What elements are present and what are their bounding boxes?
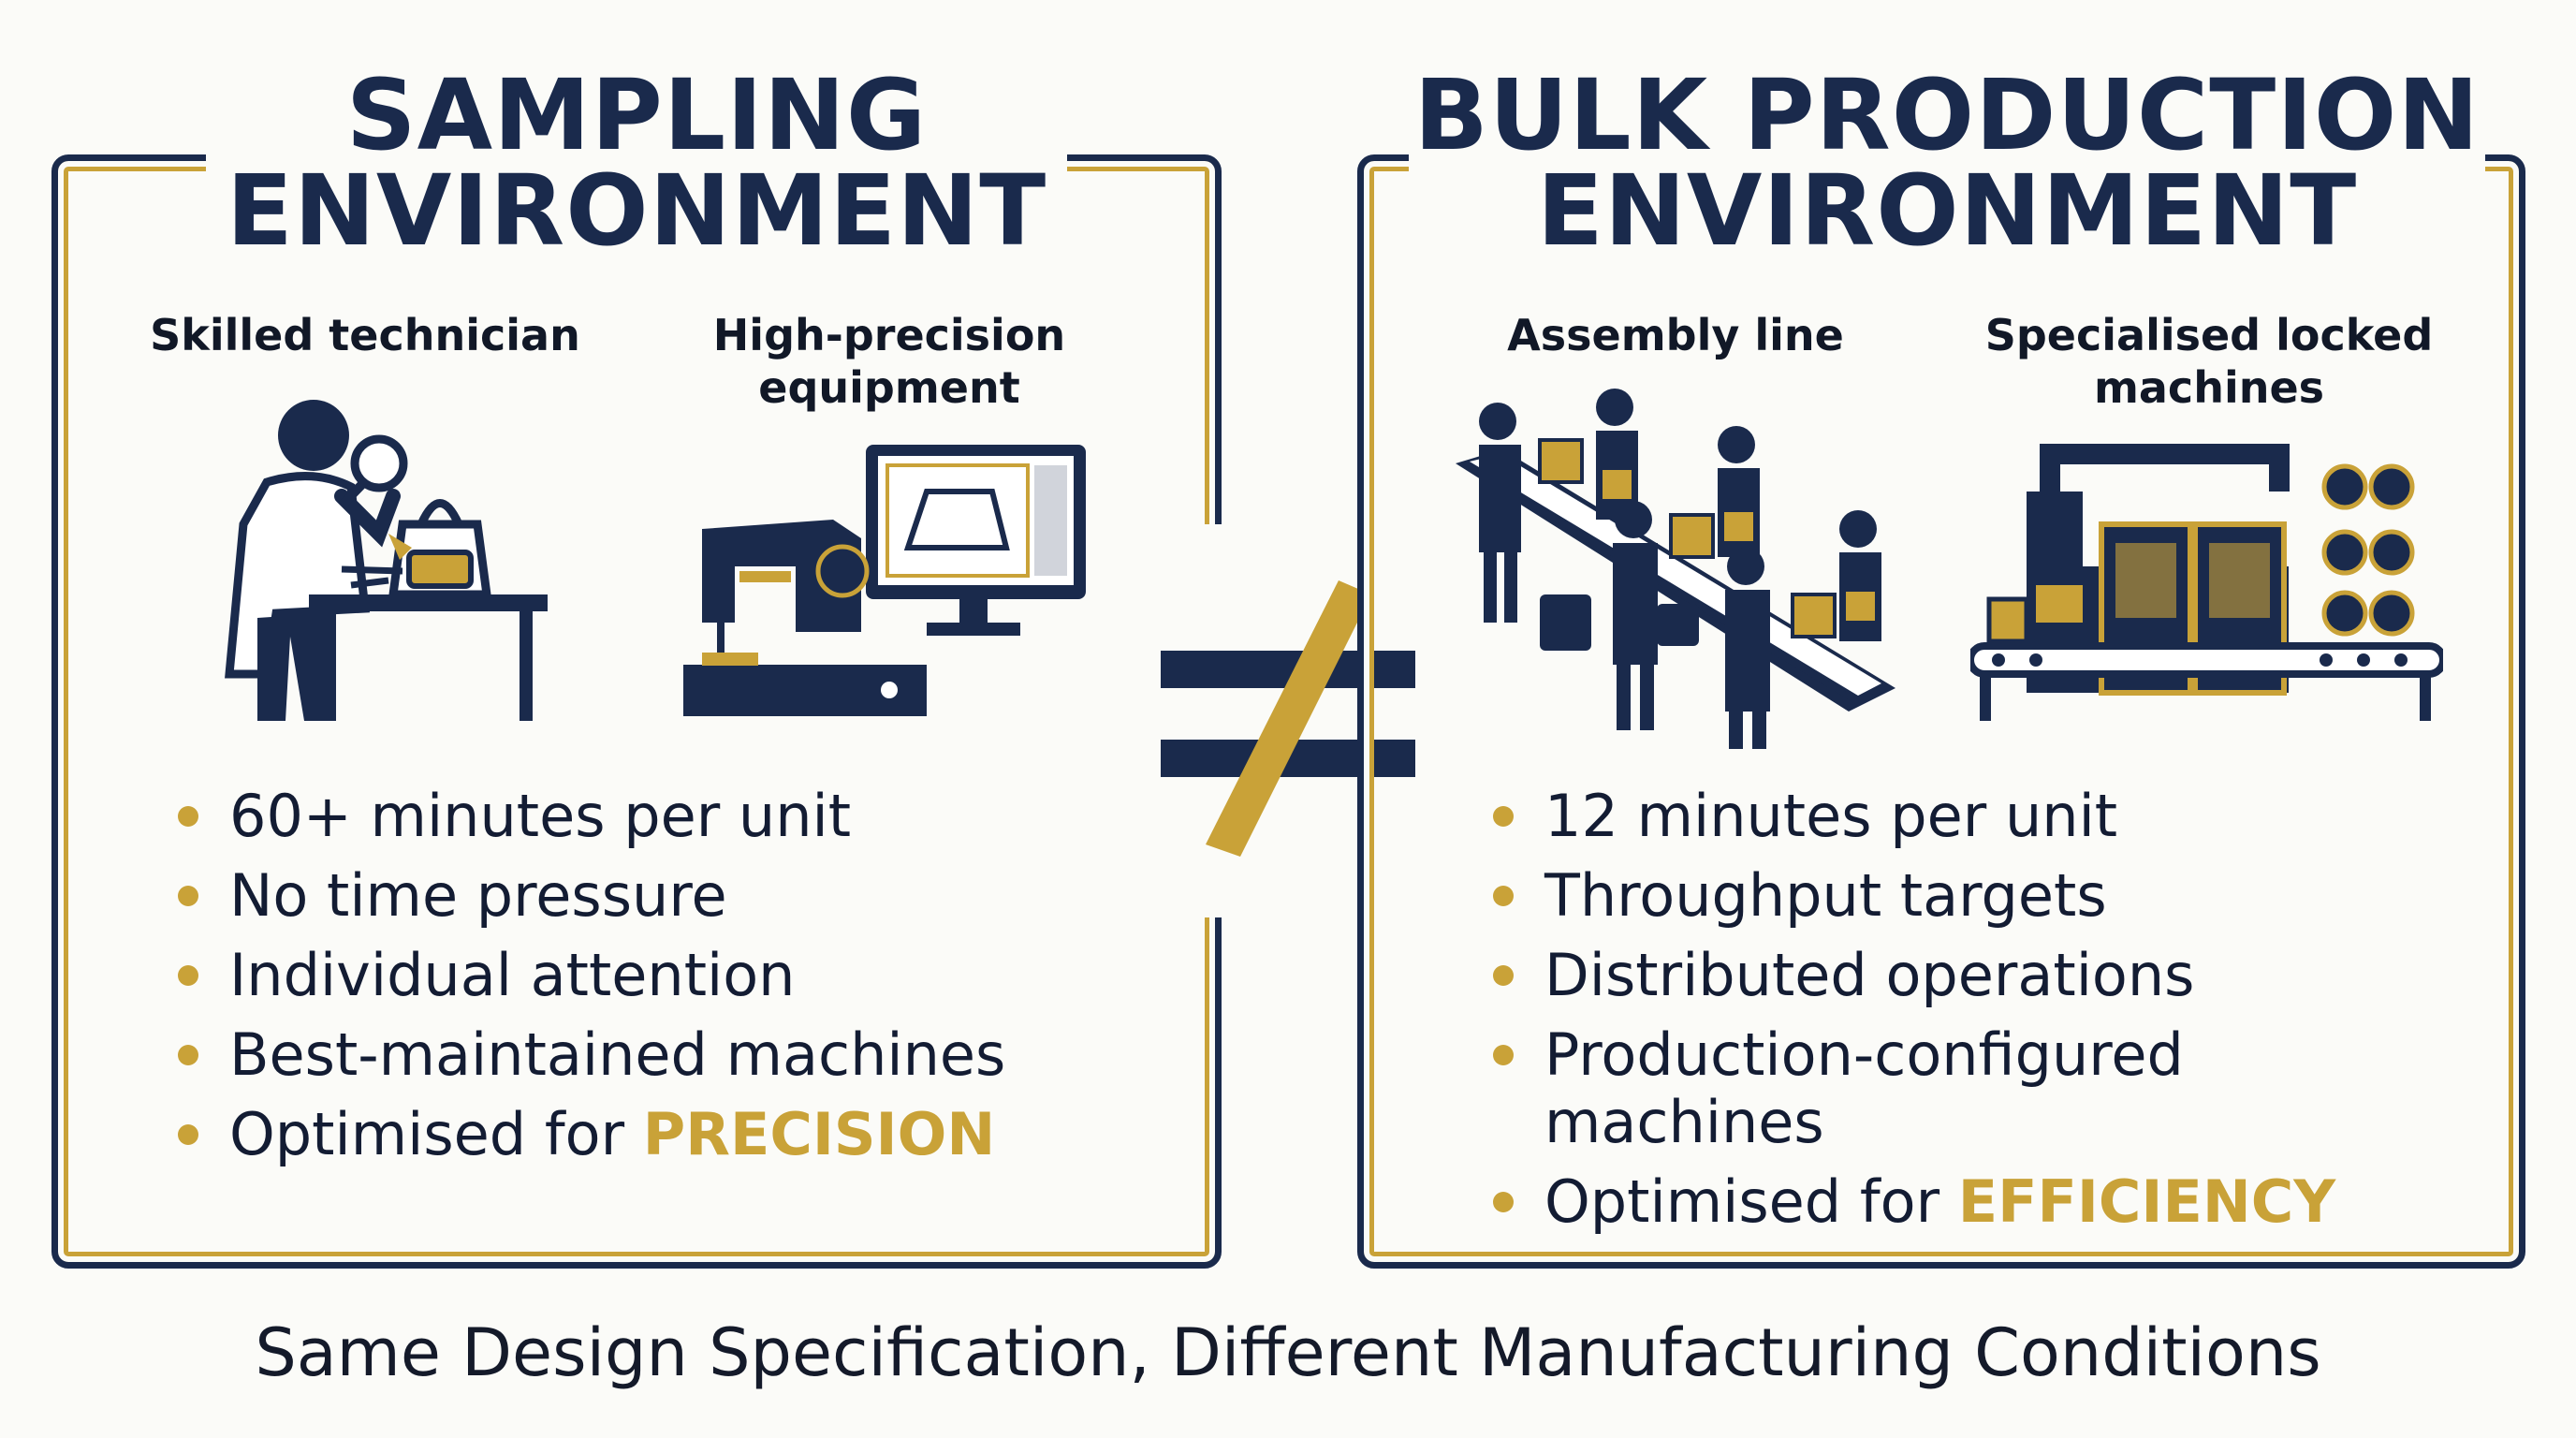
equipment-label-line2: equipment (758, 362, 1020, 413)
panel-border-gap (1409, 140, 2485, 178)
sewing-machine-icon (683, 445, 1086, 716)
optimised-prefix: Optimised for (229, 1100, 625, 1168)
sampling-bullet-list: 60+ minutes per unit No time pressure In… (178, 783, 1208, 1181)
locked-machines-label: Specialised locked machines (1975, 309, 2443, 414)
sampling-title-line1: SAMPLING (345, 58, 928, 172)
optimised-prefix: Optimised for (1544, 1167, 1940, 1236)
technician-icon (225, 400, 548, 721)
bulk-title-line1: BULK PRODUCTION (1413, 58, 2481, 172)
panel-border-gap (206, 140, 1067, 178)
locked-machines-label-line2: machines (2093, 362, 2325, 413)
locked-machines-label-line1: Specialised locked (1984, 310, 2434, 360)
list-item: 12 minutes per unit (1493, 783, 2523, 850)
technician-label-text: Skilled technician (150, 310, 580, 360)
list-item: Distributed operations (1493, 942, 2523, 1009)
equipment-label: High-precision equipment (674, 309, 1105, 414)
sampling-title-line2: ENVIRONMENT (226, 154, 1047, 268)
assembly-line-icon (1456, 389, 1895, 749)
assembly-line-label: Assembly line (1460, 309, 1891, 361)
assembly-line-label-text: Assembly line (1507, 310, 1844, 360)
list-item: Production-configured machines (1493, 1021, 2523, 1156)
not-equal-icon (1161, 580, 1415, 857)
list-item: No time pressure (178, 862, 1208, 930)
precision-highlight: PRECISION (642, 1100, 996, 1168)
bulk-bullet-list: 12 minutes per unit Throughput targets D… (1493, 783, 2523, 1248)
efficiency-highlight: EFFICIENCY (1957, 1167, 2336, 1236)
list-item: 60+ minutes per unit (178, 783, 1208, 850)
list-item-line1: Production-configured (1544, 1020, 2184, 1089)
optimised-precision-item: Optimised for PRECISION (178, 1101, 1208, 1168)
industrial-machines-icon (1970, 444, 2443, 721)
bulk-production-title: BULK PRODUCTION ENVIRONMENT (1395, 58, 2499, 268)
list-item: Individual attention (178, 942, 1208, 1009)
caption: Same Design Specification, Different Man… (255, 1314, 2321, 1391)
equipment-label-line1: High-precision (712, 310, 1066, 360)
list-item-line2: machines (1544, 1088, 1824, 1156)
bulk-title-line2: ENVIRONMENT (1536, 154, 2358, 268)
list-item: Throughput targets (1493, 862, 2523, 930)
sampling-title: SAMPLING ENVIRONMENT (187, 58, 1086, 268)
technician-label: Skilled technician (145, 309, 585, 361)
optimised-efficiency-item: Optimised for EFFICIENCY (1493, 1168, 2523, 1236)
list-item: Best-maintained machines (178, 1021, 1208, 1089)
